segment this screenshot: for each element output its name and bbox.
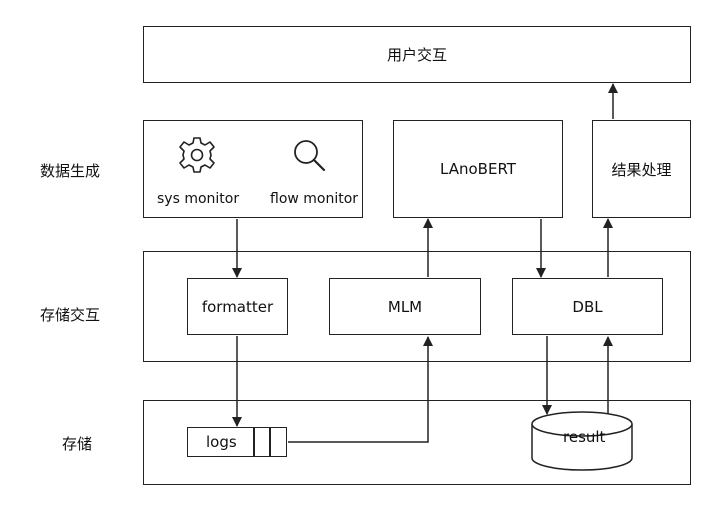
user-interaction-label: 用户交互	[386, 46, 447, 64]
queue-slot	[269, 428, 271, 456]
monitors-box: sys monitor flow monitor	[143, 120, 363, 218]
dbl-label: DBL	[572, 297, 603, 316]
sys-monitor-label: sys monitor	[157, 191, 240, 207]
logs-label: logs	[206, 433, 237, 451]
layer-label-data-gen: 数据生成	[40, 162, 101, 180]
lanobert-label: LAnoBERT	[440, 160, 516, 178]
logs-queue: logs	[187, 427, 287, 457]
result-processing-box: 结果处理	[592, 120, 691, 218]
result-processing-label: 结果处理	[611, 160, 672, 179]
user-interaction-box: 用户交互	[143, 26, 691, 83]
result-label: result	[563, 428, 606, 446]
queue-slot	[253, 428, 255, 456]
dbl-box: DBL	[512, 278, 663, 335]
layer-label-storage-interaction: 存储交互	[40, 306, 101, 324]
lanobert-box: LAnoBERT	[393, 120, 563, 218]
search-icon	[291, 137, 331, 181]
layer-label-storage: 存储	[62, 435, 93, 453]
gear-icon	[177, 135, 217, 179]
mlm-label: MLM	[387, 297, 423, 316]
mlm-box: MLM	[329, 278, 481, 335]
formatter-box: formatter	[187, 278, 288, 335]
flow-monitor-label: flow monitor	[270, 191, 359, 207]
formatter-label: formatter	[201, 297, 274, 316]
